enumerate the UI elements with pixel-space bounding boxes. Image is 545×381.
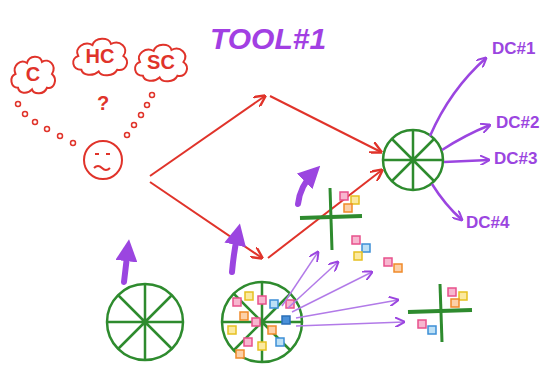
thinking-face (84, 141, 122, 179)
quadrant-chart (300, 188, 362, 250)
input-pie (107, 284, 183, 360)
thought-dots (23, 112, 28, 117)
thought-dots (145, 103, 150, 108)
output-label: DC#3 (494, 150, 537, 169)
data-squares (270, 300, 278, 308)
data-squares (258, 342, 266, 350)
output-arrows (430, 58, 490, 220)
process-arrows (150, 182, 262, 258)
data-squares (282, 316, 290, 324)
data-squares (244, 338, 252, 346)
thinking-face (95, 153, 99, 155)
thought-cloud: SC (131, 40, 191, 84)
output-label: DC#4 (466, 214, 509, 233)
data-squares (268, 326, 276, 334)
thought-cloud: C (8, 52, 58, 96)
data-squares (236, 350, 244, 358)
sort-arrows (296, 300, 398, 318)
process-arrows (150, 96, 382, 258)
thought-dots (132, 123, 137, 128)
cloud-outline (135, 45, 187, 82)
quadrant-chart (330, 188, 332, 250)
data-squares (240, 312, 248, 320)
data-squares (354, 252, 362, 260)
data-squares (459, 292, 467, 300)
sort-arrows (282, 252, 404, 326)
data-squares (418, 320, 426, 328)
thought-dots (33, 120, 38, 125)
data-squares (258, 296, 266, 304)
thought-cloud: HC (69, 34, 131, 78)
input-pie (107, 284, 183, 360)
quadrant-chart (440, 284, 442, 342)
input-pie (107, 284, 183, 360)
sort-arrows (296, 322, 404, 326)
process-arrows (270, 96, 381, 152)
data-squares (245, 292, 253, 300)
cloud-text: HC (86, 45, 115, 67)
thought-dots (150, 93, 155, 98)
result-pie (383, 130, 443, 190)
quadrant-chart (408, 284, 472, 342)
thought-dots (139, 113, 144, 118)
data-squares (394, 264, 402, 272)
output-arrows (432, 184, 462, 220)
data-squares (451, 299, 459, 307)
thought-dots (125, 133, 130, 138)
data-squares (276, 338, 284, 346)
output-label: DC#1 (492, 40, 535, 59)
data-squares (428, 326, 436, 334)
data-squares (228, 326, 236, 334)
data-squares (351, 196, 359, 204)
thought-dots (16, 102, 21, 107)
data-squares (352, 236, 360, 244)
result-pie (383, 130, 443, 190)
thought-dots (45, 127, 50, 132)
thought-dots (16, 93, 155, 146)
data-squares (340, 192, 402, 272)
process-arrows (268, 170, 382, 258)
input-arrows (298, 172, 314, 204)
data-squares (340, 192, 348, 200)
thought-dots (71, 141, 76, 146)
input-arrows (232, 232, 238, 272)
output-label: DC#2 (496, 114, 539, 133)
result-pie (383, 130, 443, 190)
thinking-face (94, 166, 110, 170)
input-arrows (124, 172, 314, 282)
output-arrows (430, 58, 486, 136)
data-squares (233, 298, 241, 306)
data-squares (362, 244, 370, 252)
data-squares (344, 204, 352, 212)
output-arrows (444, 160, 489, 162)
cloud-outline (73, 39, 127, 76)
data-squares (448, 288, 456, 296)
cloud-text: SC (147, 51, 175, 73)
data-squares (418, 288, 467, 334)
data-squares (384, 258, 392, 266)
output-arrows (442, 125, 490, 150)
cloud-outline (11, 57, 55, 94)
thinking-face (84, 141, 122, 179)
sketch-title: TOOL#1 (210, 22, 326, 55)
cloud-text: C (26, 63, 40, 85)
thought-dots (58, 134, 63, 139)
input-arrows (124, 248, 128, 282)
process-arrows (150, 96, 265, 176)
data-squares (252, 318, 260, 326)
thinking-face (106, 153, 110, 155)
question-mark: ? (97, 92, 109, 114)
